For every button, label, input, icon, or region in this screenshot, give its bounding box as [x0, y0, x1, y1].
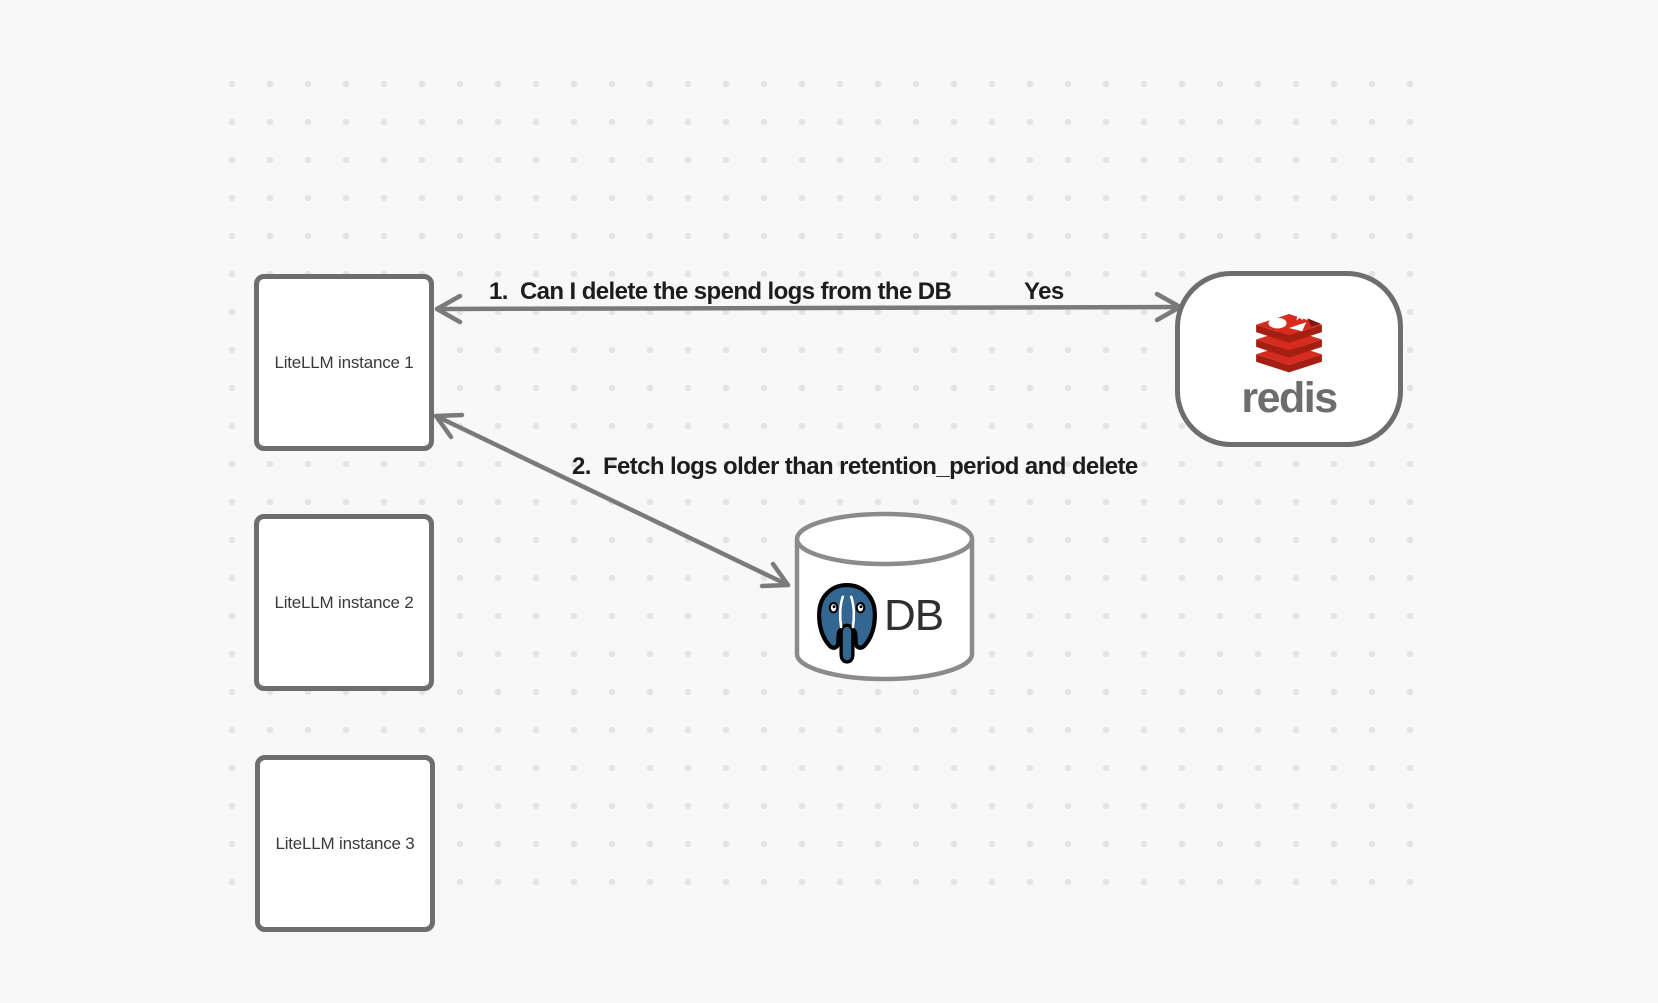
litellm-instance-3-label: LiteLLM instance 3 [275, 833, 415, 853]
arrow-1-label: 1. Can I delete the spend logs from the … [489, 278, 952, 305]
litellm-instance-2-label: LiteLLM instance 2 [274, 592, 414, 612]
postgresql-elephant-icon [817, 582, 877, 664]
litellm-instance-1-label: LiteLLM instance 1 [274, 352, 414, 372]
redis-logo-icon [1256, 309, 1322, 372]
database-cylinder-icon [794, 511, 975, 682]
litellm-instance-1-node: LiteLLM instance 1 [254, 274, 434, 451]
litellm-instance-2-node: LiteLLM instance 2 [254, 514, 434, 691]
redis-node: redis [1175, 271, 1403, 447]
arrow-2-label: 2. Fetch logs older than retention_perio… [572, 453, 1138, 480]
redis-wordmark: redis [1241, 373, 1338, 422]
arrow-1-response-label: Yes [1024, 278, 1064, 305]
litellm-instance-3-node: LiteLLM instance 3 [255, 755, 435, 932]
database-label: DB [884, 591, 944, 640]
